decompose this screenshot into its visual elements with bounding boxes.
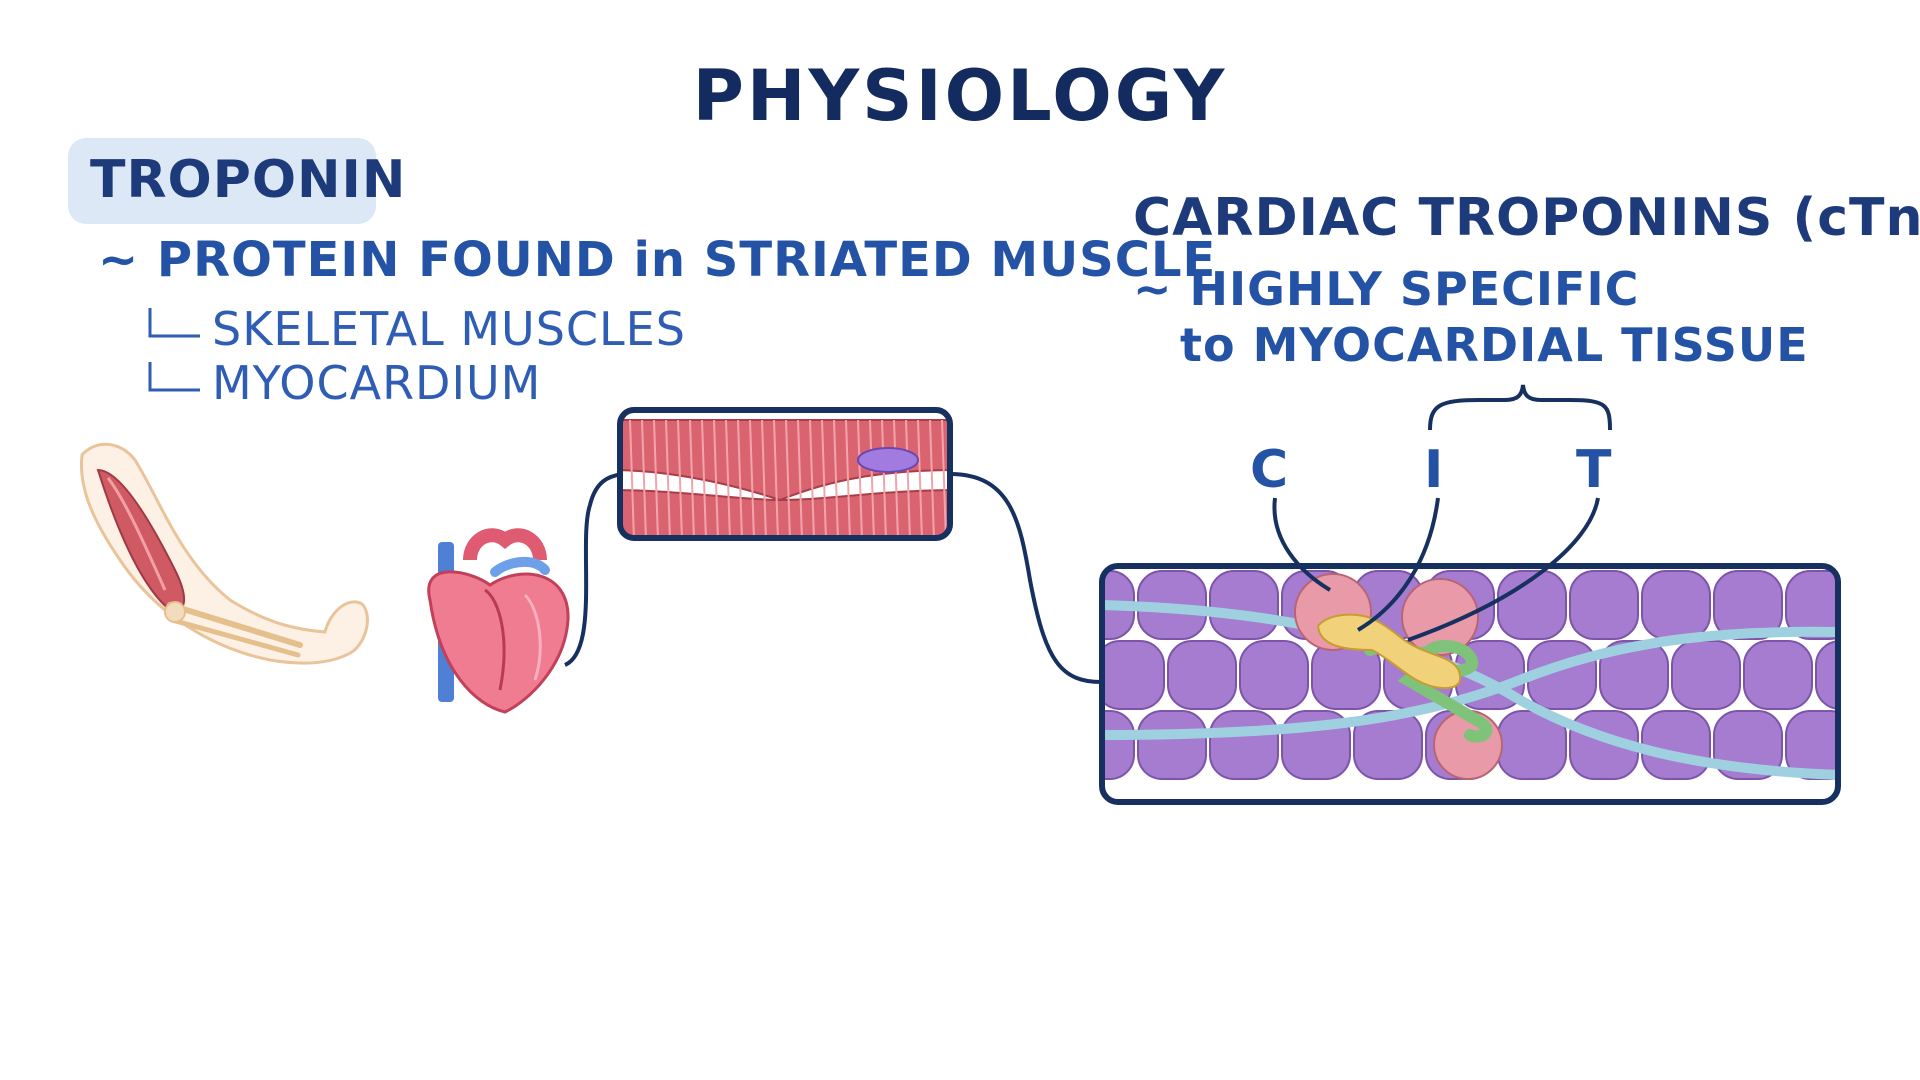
troponin-badge (68, 138, 376, 224)
thin-filament-box (1099, 563, 1841, 805)
cardiac-description-line1: ~ HIGHLY SPECIFIC (1133, 262, 1640, 316)
troponin-heading: TROPONIN (90, 150, 407, 210)
subitem-connector-2 (148, 362, 200, 392)
subitem-connector-1 (148, 308, 200, 338)
cardiac-muscle-cell-box (617, 407, 953, 541)
subitem-myocardium: MYOCARDIUM (212, 356, 542, 410)
cardiac-description-line2: to MYOCARDIAL TISSUE (1180, 318, 1809, 372)
page-title: PHYSIOLOGY (692, 55, 1228, 137)
troponin-c-pointer (1272, 497, 1332, 592)
troponin-bracket (1428, 384, 1612, 431)
heart-illustration (427, 528, 570, 714)
troponin-i-label: I (1424, 440, 1445, 500)
troponin-t-pointer (1407, 497, 1600, 642)
troponin-c-label: C (1250, 440, 1290, 500)
subitem-skeletal-muscles: SKELETAL MUSCLES (212, 302, 686, 356)
troponin-i-pointer (1356, 497, 1440, 632)
cardiac-troponins-heading: CARDIAC TROPONINS (cTn) (1133, 188, 1920, 248)
heart-to-cell-connector (563, 472, 623, 667)
troponin-t-label: T (1576, 440, 1613, 500)
cell-to-filament-connector (949, 472, 1105, 685)
troponin-description: ~ PROTEIN FOUND in STRIATED MUSCLE (98, 232, 1217, 288)
arm-illustration (79, 442, 369, 665)
